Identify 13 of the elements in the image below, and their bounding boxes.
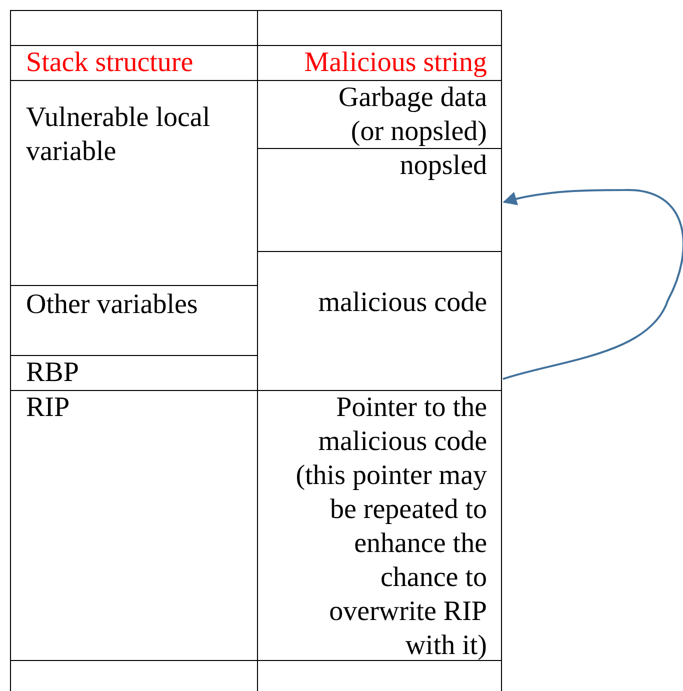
cell-text: Pointer to the malicious code (this pointer may be repeated to enhance the chance to overwrite RIP with it)	[294, 391, 487, 663]
cell-text: malicious code	[317, 286, 487, 320]
cell-text: Garbage data (or nopsled)	[338, 81, 487, 149]
curved-arrow	[502, 189, 683, 380]
table-cell	[257, 10, 502, 46]
cell-text: Malicious string	[303, 46, 487, 80]
cell-text: Vulnerable local variable	[26, 101, 212, 169]
cell-text: RIP	[26, 391, 71, 425]
cell-text: Other variables	[26, 288, 199, 322]
cell-text: Stack structure	[26, 46, 194, 80]
table-cell	[10, 10, 258, 46]
cell-text: nopsled	[398, 149, 487, 183]
cell-text: RBP	[26, 356, 80, 390]
